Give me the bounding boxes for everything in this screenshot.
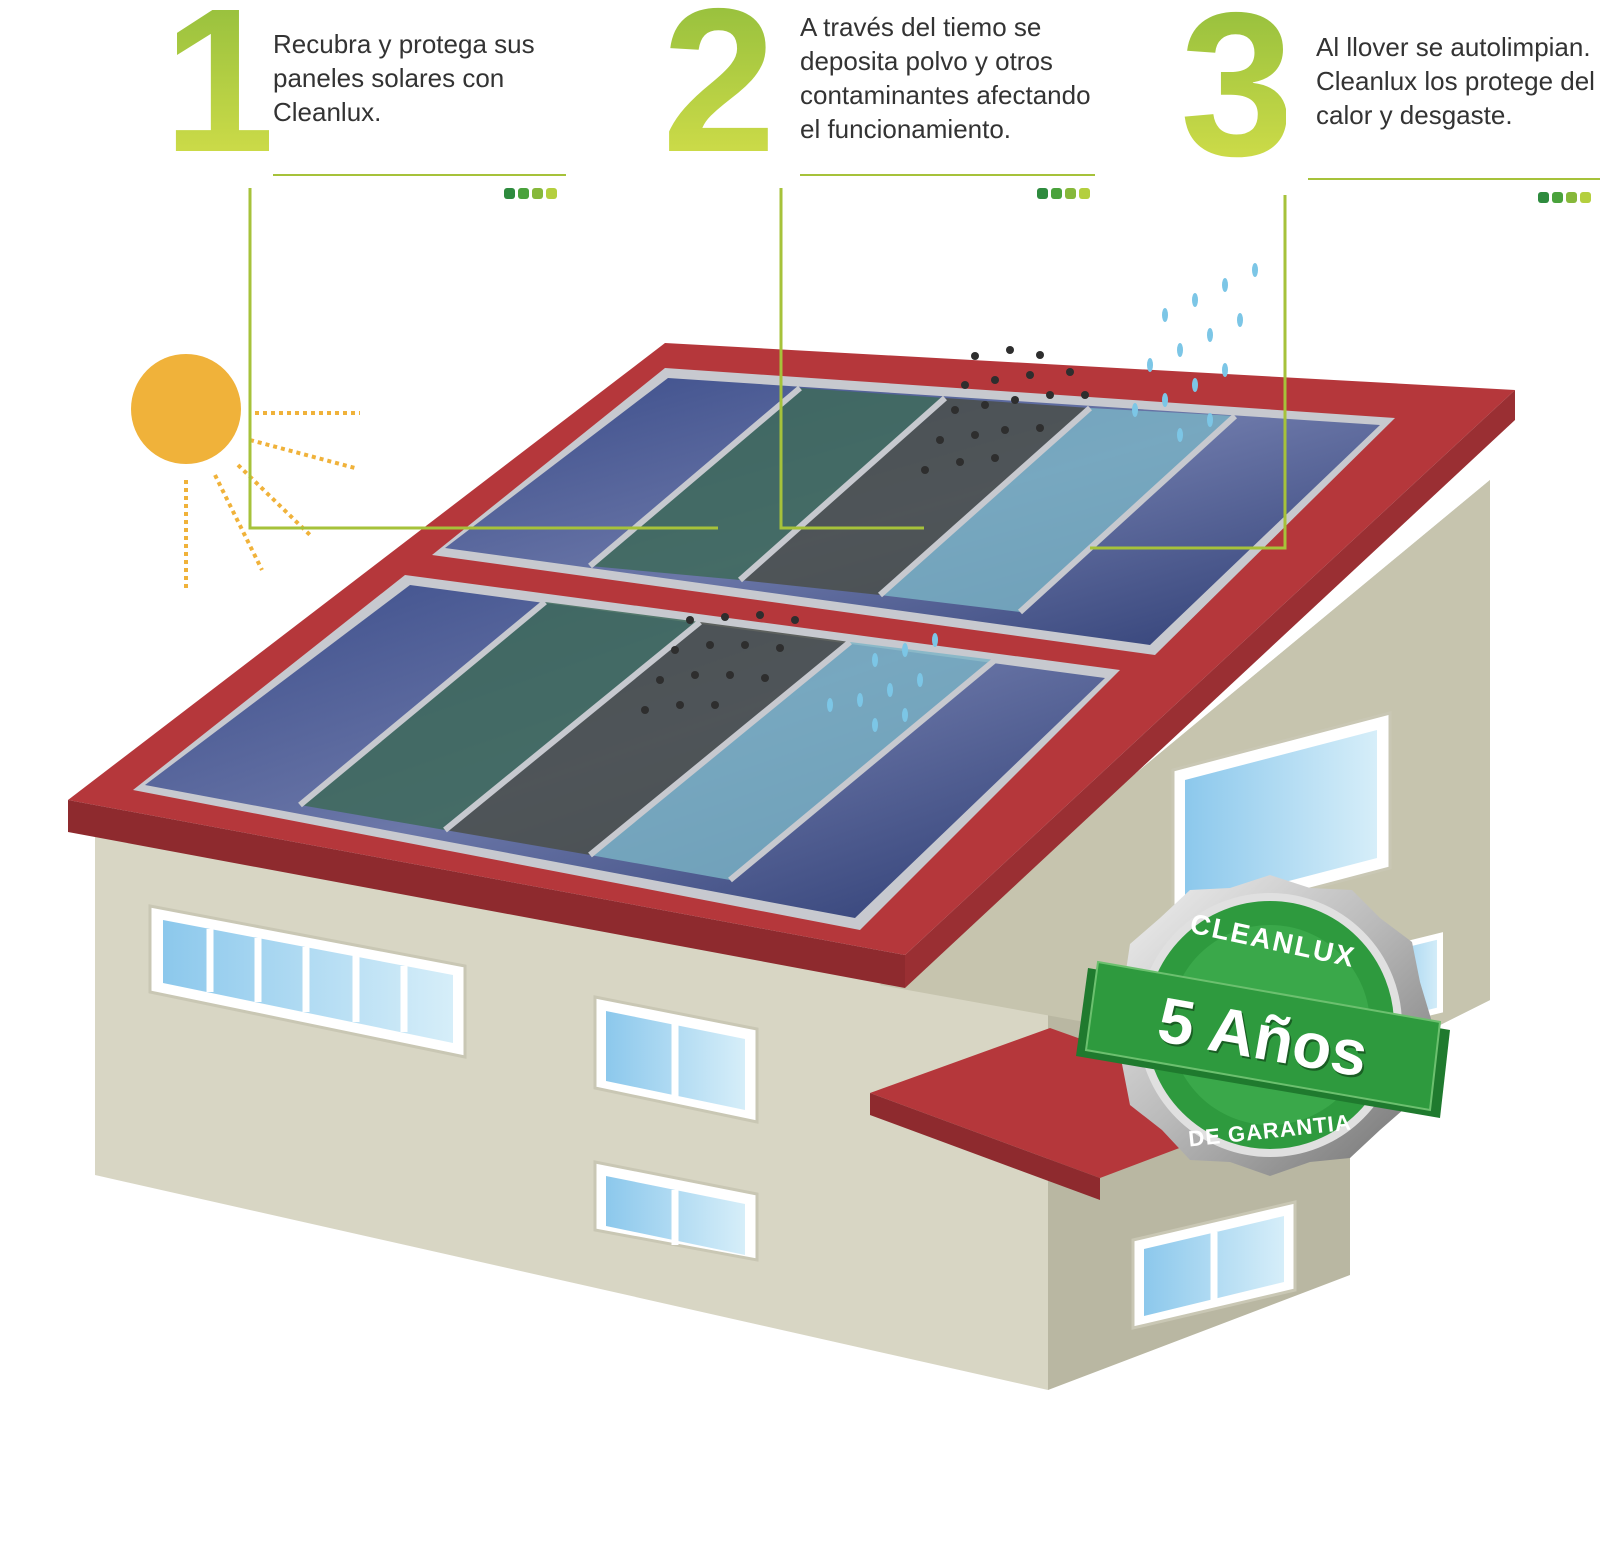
step-divider [273,174,566,176]
warranty-seal-icon [1076,875,1450,1176]
solar-panels-upper [432,368,1395,655]
step-number: 2 [662,0,776,183]
step-description: A través del tiemo se deposita polvo y o… [800,12,1091,144]
callout-lines [248,188,1287,550]
step-divider [1308,178,1600,180]
raindrop-icon [827,263,1258,732]
sun-icon [131,354,360,590]
dust-particles-icon [641,346,1089,714]
windows [148,711,1443,1330]
step-description: Recubra y protega sus paneles solares co… [273,29,535,127]
step-dots [1037,188,1090,199]
step-divider [800,174,1095,176]
step-description: Al llover se autolimpian. Cleanlux los p… [1316,32,1595,130]
solar-panels-lower [133,575,1120,930]
step-dots [1538,192,1591,203]
step-dots [504,188,557,199]
step-number: 1 [163,0,277,183]
step-number: 3 [1180,0,1294,187]
